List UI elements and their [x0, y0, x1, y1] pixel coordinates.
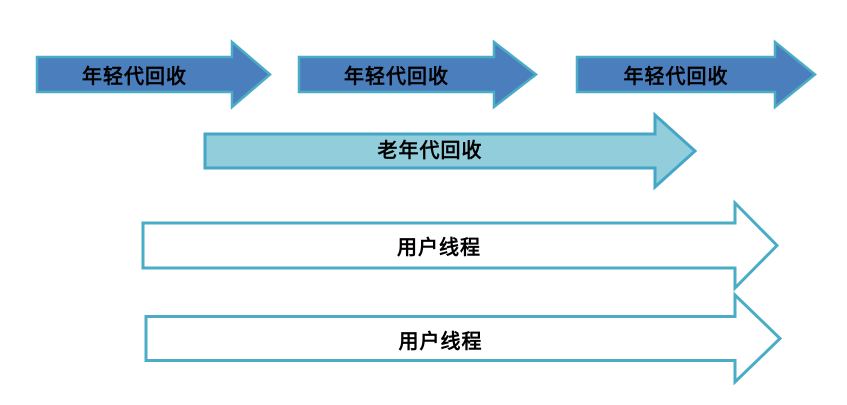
- old-gc-arrow: [202, 111, 698, 191]
- user-thread-arrow-1-svg: [141, 199, 780, 292]
- young-gc-arrow-1-svg: [35, 39, 272, 110]
- young-gc-arrow-3-svg: [575, 39, 817, 110]
- arrow-shape: [203, 111, 698, 191]
- arrow-shape: [575, 39, 817, 110]
- arrow-shape: [35, 39, 272, 110]
- user-thread-arrow-2: [143, 291, 783, 386]
- user-thread-arrow-1: [140, 199, 780, 292]
- arrow-shape: [144, 291, 783, 386]
- arrow-shape: [141, 199, 780, 292]
- arrow-shape: [297, 39, 539, 110]
- young-gc-arrow-2: [296, 39, 539, 110]
- old-gc-arrow-svg: [203, 111, 698, 191]
- young-gc-arrow-2-svg: [297, 39, 539, 110]
- young-gc-arrow-1: [34, 39, 273, 110]
- young-gc-arrow-3: [574, 39, 818, 110]
- user-thread-arrow-2-svg: [144, 291, 783, 386]
